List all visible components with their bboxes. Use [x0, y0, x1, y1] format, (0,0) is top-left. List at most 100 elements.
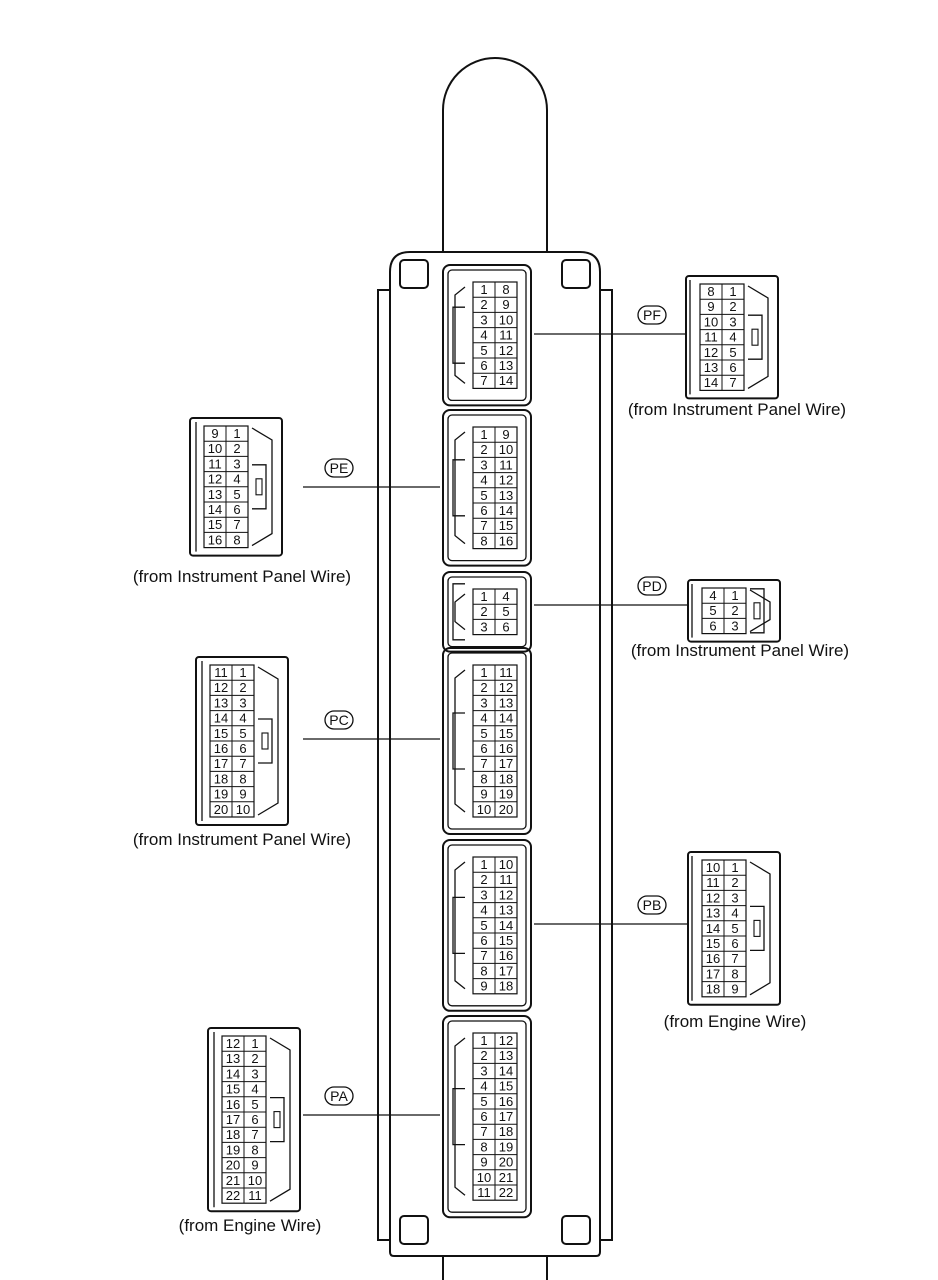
ecu-pin-label: 15 — [499, 518, 513, 533]
ecu-connector-housing — [442, 571, 532, 653]
ecu-pin-label: 1 — [480, 1033, 487, 1048]
plug-pin-label: 6 — [251, 1112, 258, 1127]
ecu-connector-housing — [442, 409, 532, 567]
plug-pin-label: 2 — [239, 680, 246, 695]
wire-source-label: (from Instrument Panel Wire) — [133, 830, 351, 849]
plug-pin-label: 16 — [214, 741, 228, 756]
ecu-pin-label: 3 — [480, 457, 487, 472]
ecu-pin-label: 2 — [480, 680, 487, 695]
plug-pin-label: 15 — [706, 936, 720, 951]
plug-pin-label: 5 — [729, 345, 736, 360]
plug-pin-label: 15 — [226, 1082, 240, 1097]
plug-pin-label: 13 — [208, 487, 222, 502]
ecu-pin-label: 2 — [480, 604, 487, 619]
ecu-pin-label: 6 — [480, 933, 487, 948]
ecu-pin-label: 11 — [499, 328, 513, 343]
plug-pin-label: 3 — [731, 618, 738, 633]
ecu-pin-label: 7 — [480, 518, 487, 533]
ecu-pin-label: 8 — [480, 533, 487, 548]
plug-pin-label: 4 — [251, 1082, 258, 1097]
ecu-pin-label: 5 — [502, 604, 509, 619]
ecu-pin-label: 1 — [480, 589, 487, 604]
ecu-pin-label: 5 — [480, 1094, 487, 1109]
plug-pin-label: 16 — [226, 1097, 240, 1112]
ecu-pin-label: 3 — [480, 695, 487, 710]
plug-pin-label: 4 — [709, 588, 716, 603]
ecu-pin-label: 13 — [499, 1048, 513, 1063]
ecu-connector-housing — [442, 1015, 532, 1219]
plug-pin-label: 3 — [731, 890, 738, 905]
ecu-pin-label: 9 — [502, 297, 509, 312]
plug-pin-label: 19 — [226, 1142, 240, 1157]
ecu-pin-label: 12 — [499, 887, 513, 902]
plug-pin-label: 10 — [248, 1173, 262, 1188]
plug-pin-label: 11 — [704, 330, 718, 345]
plug-pin-label: 14 — [704, 375, 718, 390]
ecu-pin-label: 6 — [480, 1109, 487, 1124]
ecu-pin-label: 7 — [480, 1124, 487, 1139]
plug-pin-label: 1 — [729, 284, 736, 299]
ecu-pin-label: 4 — [502, 589, 509, 604]
plug-pin-label: 5 — [731, 921, 738, 936]
ecu-pin-label: 17 — [499, 963, 513, 978]
plug-pin-label: 17 — [214, 756, 228, 771]
ecu-pin-label: 17 — [499, 756, 513, 771]
plug-pin-label: 6 — [709, 618, 716, 633]
plug-pin-label: 11 — [706, 875, 720, 890]
connector-code: PE — [330, 460, 349, 476]
ecu-pin-label: 15 — [499, 726, 513, 741]
plug-pin-label: 9 — [707, 299, 714, 314]
ecu-pin-label: 5 — [480, 726, 487, 741]
ecu-pin-label: 11 — [477, 1185, 491, 1200]
plug-pin-label: 9 — [239, 787, 246, 802]
wire-plug-housing — [195, 656, 289, 826]
plug-pin-label: 9 — [731, 982, 738, 997]
connector-code-badge — [324, 710, 354, 730]
plug-pin-label: 5 — [239, 726, 246, 741]
plug-pin-label: 18 — [706, 982, 720, 997]
plug-pin-label: 8 — [239, 771, 246, 786]
plug-pin-label: 15 — [214, 726, 228, 741]
plug-pin-label: 2 — [729, 299, 736, 314]
plug-pin-label: 10 — [208, 441, 222, 456]
ecu-pin-label: 16 — [499, 533, 513, 548]
ecu-pin-label: 7 — [480, 756, 487, 771]
plug-pin-label: 1 — [233, 426, 240, 441]
plug-pin-label: 7 — [251, 1127, 258, 1142]
ecu-pin-label: 19 — [499, 787, 513, 802]
plug-pin-label: 4 — [731, 906, 738, 921]
ecu-pin-label: 5 — [480, 918, 487, 933]
plug-pin-label: 17 — [226, 1112, 240, 1127]
ecu-pin-label: 16 — [499, 1094, 513, 1109]
wire-source-label: (from Instrument Panel Wire) — [133, 567, 351, 586]
ecu-pin-label: 18 — [499, 1124, 513, 1139]
ecu-pin-label: 3 — [480, 619, 487, 634]
plug-pin-label: 2 — [251, 1051, 258, 1066]
ecu-pin-label: 6 — [502, 619, 509, 634]
ecu-pin-label: 10 — [499, 312, 513, 327]
plug-pin-label: 6 — [731, 936, 738, 951]
wire-source-label: (from Engine Wire) — [179, 1216, 322, 1235]
connector-code: PA — [330, 1088, 348, 1104]
ecu-pin-label: 7 — [480, 373, 487, 388]
plug-pin-label: 11 — [248, 1188, 262, 1203]
plug-pin-label: 8 — [251, 1142, 258, 1157]
plug-pin-label: 12 — [208, 472, 222, 487]
plug-pin-label: 8 — [233, 532, 240, 547]
plug-pin-label: 16 — [208, 532, 222, 547]
ecu-pin-label: 9 — [480, 787, 487, 802]
plug-pin-label: 17 — [706, 966, 720, 981]
ecu-pin-label: 20 — [499, 802, 513, 817]
ecu-pin-label: 4 — [480, 1079, 487, 1094]
plug-pin-label: 13 — [214, 695, 228, 710]
plug-pin-label: 18 — [214, 771, 228, 786]
ecu-pin-label: 16 — [499, 948, 513, 963]
plug-pin-label: 13 — [226, 1051, 240, 1066]
ecu-pin-label: 11 — [499, 872, 513, 887]
